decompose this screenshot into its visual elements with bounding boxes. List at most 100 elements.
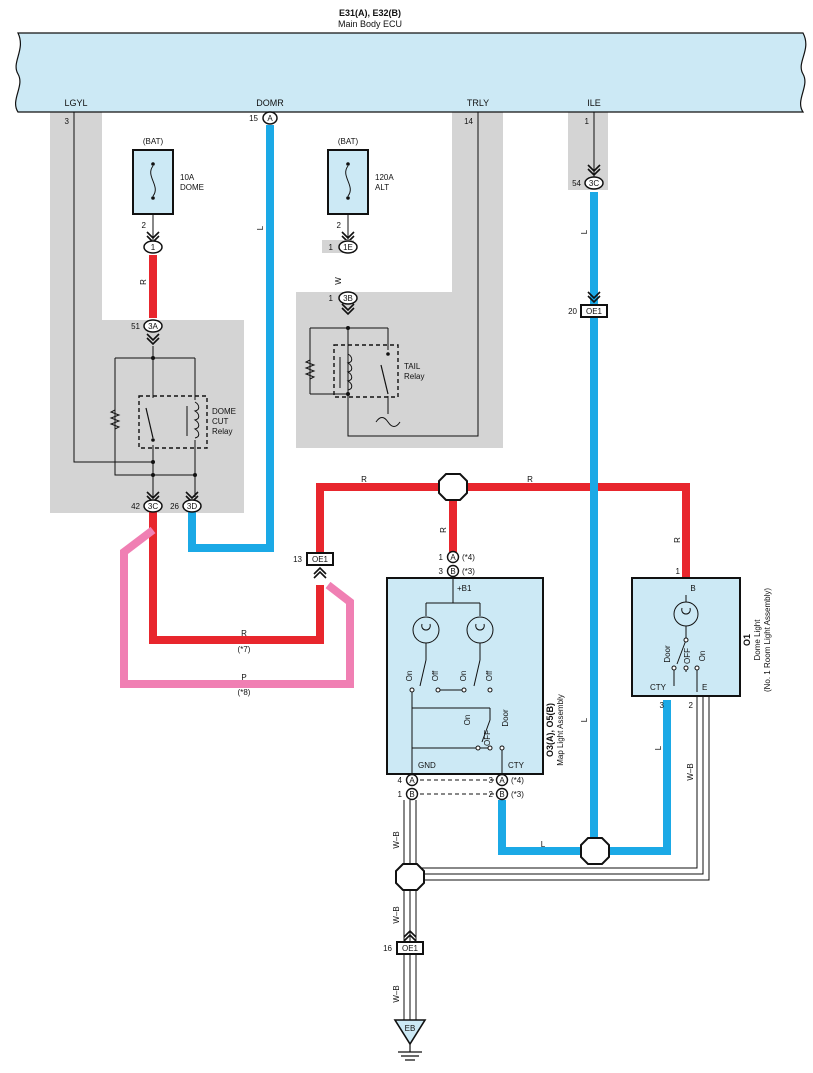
wire-labels: R W L L L L R R R R R (*7) P (*8) L W–B … bbox=[139, 225, 695, 1002]
ecu-connector-title: E31(A), E32(B) bbox=[339, 8, 401, 18]
svg-text:E: E bbox=[702, 683, 707, 692]
svg-text:B: B bbox=[690, 584, 695, 593]
svg-text:L: L bbox=[580, 229, 589, 234]
svg-text:R: R bbox=[361, 475, 367, 484]
svg-text:On: On bbox=[698, 651, 707, 662]
svg-text:1E: 1E bbox=[343, 243, 353, 252]
ecu-pin-domr-connector: A 15 bbox=[249, 111, 278, 125]
svg-text:3: 3 bbox=[489, 776, 494, 785]
fuse-alt-name: ALT bbox=[375, 183, 389, 192]
pin-label-lgyl: LGYL bbox=[64, 98, 87, 108]
svg-text:2: 2 bbox=[489, 790, 494, 799]
fuse-dome-pin: 2 bbox=[142, 221, 147, 230]
svg-text:CUT: CUT bbox=[212, 417, 229, 426]
svg-text:GND: GND bbox=[418, 761, 436, 770]
pin-label-trly: TRLY bbox=[467, 98, 489, 108]
svg-text:DOME: DOME bbox=[212, 407, 236, 416]
svg-text:16: 16 bbox=[383, 944, 392, 953]
svg-text:CTY: CTY bbox=[508, 761, 525, 770]
svg-text:Door: Door bbox=[663, 645, 672, 663]
connector-1: 1 bbox=[143, 240, 163, 254]
svg-text:L: L bbox=[541, 840, 546, 849]
svg-text:B: B bbox=[450, 567, 455, 576]
connector-3c-right: 3C 54 bbox=[572, 176, 604, 190]
ecu-pin-trly: 14 bbox=[464, 117, 473, 126]
fuse-alt-pin: 2 bbox=[337, 221, 342, 230]
svg-text:1: 1 bbox=[398, 790, 403, 799]
svg-text:(*7): (*7) bbox=[238, 645, 251, 654]
svg-text:A: A bbox=[499, 776, 505, 785]
fuse-dome-source: (BAT) bbox=[143, 137, 164, 146]
svg-text:Relay: Relay bbox=[404, 372, 424, 381]
connector-3c-left: 3C 42 bbox=[131, 499, 163, 513]
svg-text:L: L bbox=[654, 745, 663, 750]
splice-ground bbox=[395, 863, 425, 891]
svg-text:(*4): (*4) bbox=[511, 776, 524, 785]
fuse-dome-rating: 10A bbox=[180, 173, 195, 182]
svg-text:R: R bbox=[439, 527, 448, 533]
svg-text:A: A bbox=[409, 776, 415, 785]
svg-text:L: L bbox=[580, 717, 589, 722]
fuse-alt bbox=[327, 149, 369, 215]
svg-text:3C: 3C bbox=[589, 179, 599, 188]
pin-label-domr: DOMR bbox=[256, 98, 284, 108]
fuse-dome-symbol bbox=[150, 165, 156, 197]
svg-text:B: B bbox=[409, 790, 414, 799]
svg-text:OE1: OE1 bbox=[402, 944, 419, 953]
svg-text:(*4): (*4) bbox=[462, 553, 475, 562]
svg-text:CTY: CTY bbox=[650, 683, 667, 692]
svg-text:Door: Door bbox=[501, 709, 510, 727]
connector-oe1-13: OE1 13 bbox=[293, 552, 334, 566]
svg-text:Dome Light: Dome Light bbox=[753, 619, 762, 661]
svg-text:P: P bbox=[241, 673, 246, 682]
svg-text:51: 51 bbox=[131, 322, 140, 331]
svg-text:A: A bbox=[450, 553, 456, 562]
svg-text:OE1: OE1 bbox=[586, 307, 603, 316]
svg-text:W: W bbox=[334, 277, 343, 285]
svg-text:OE1: OE1 bbox=[312, 555, 329, 564]
svg-text:A: A bbox=[267, 114, 273, 123]
svg-text:3: 3 bbox=[439, 567, 444, 576]
connector-3a: 3A 51 bbox=[131, 319, 163, 333]
dome-cut-relay: DOME CUT Relay bbox=[109, 395, 236, 449]
svg-text:1: 1 bbox=[676, 567, 681, 576]
svg-text:Off: Off bbox=[431, 670, 440, 681]
connector-oe1-16: OE1 16 bbox=[383, 941, 424, 955]
svg-text:On: On bbox=[459, 671, 468, 682]
junction-dots bbox=[151, 326, 350, 477]
svg-text:3A: 3A bbox=[148, 322, 158, 331]
svg-text:1: 1 bbox=[329, 294, 334, 303]
svg-text:B: B bbox=[499, 790, 504, 799]
svg-text:1: 1 bbox=[329, 243, 334, 252]
svg-text:EB: EB bbox=[405, 1024, 416, 1033]
ecu-name: Main Body ECU bbox=[338, 19, 402, 29]
svg-text:(No. 1 Room Light Assembly): (No. 1 Room Light Assembly) bbox=[763, 588, 772, 692]
map-light-assembly: A 1 (*4) B 3 (*3) +B1 bbox=[386, 550, 565, 801]
svg-text:1: 1 bbox=[439, 553, 444, 562]
connector-3b: 3B 1 bbox=[329, 291, 358, 305]
svg-text:R: R bbox=[527, 475, 533, 484]
svg-text:1: 1 bbox=[151, 243, 156, 252]
svg-text:OFF: OFF bbox=[483, 730, 492, 746]
svg-text:3: 3 bbox=[660, 701, 665, 710]
fuse-alt-symbol bbox=[345, 165, 351, 197]
tail-relay: TAIL Relay bbox=[304, 344, 424, 427]
connector-oe1-20: OE1 20 bbox=[568, 304, 608, 318]
svg-text:2: 2 bbox=[689, 701, 694, 710]
thin-wires bbox=[73, 112, 710, 1020]
svg-text:OFF: OFF bbox=[683, 648, 692, 664]
pink-wire bbox=[120, 526, 354, 688]
svg-text:W–B: W–B bbox=[686, 763, 695, 780]
fuse-alt-source: (BAT) bbox=[338, 137, 359, 146]
connector-arrows bbox=[146, 164, 601, 942]
red-wires bbox=[149, 255, 690, 644]
svg-text:15: 15 bbox=[249, 114, 258, 123]
svg-text:3D: 3D bbox=[187, 502, 197, 511]
svg-text:3B: 3B bbox=[343, 294, 353, 303]
splice-top bbox=[438, 473, 468, 501]
svg-text:13: 13 bbox=[293, 555, 302, 564]
svg-text:L: L bbox=[256, 225, 265, 230]
ground-eb: EB bbox=[393, 1019, 427, 1061]
dome-light-assembly: 1 B Door OFF On CTY E 3 2 O1 Dome Light … bbox=[631, 567, 772, 710]
